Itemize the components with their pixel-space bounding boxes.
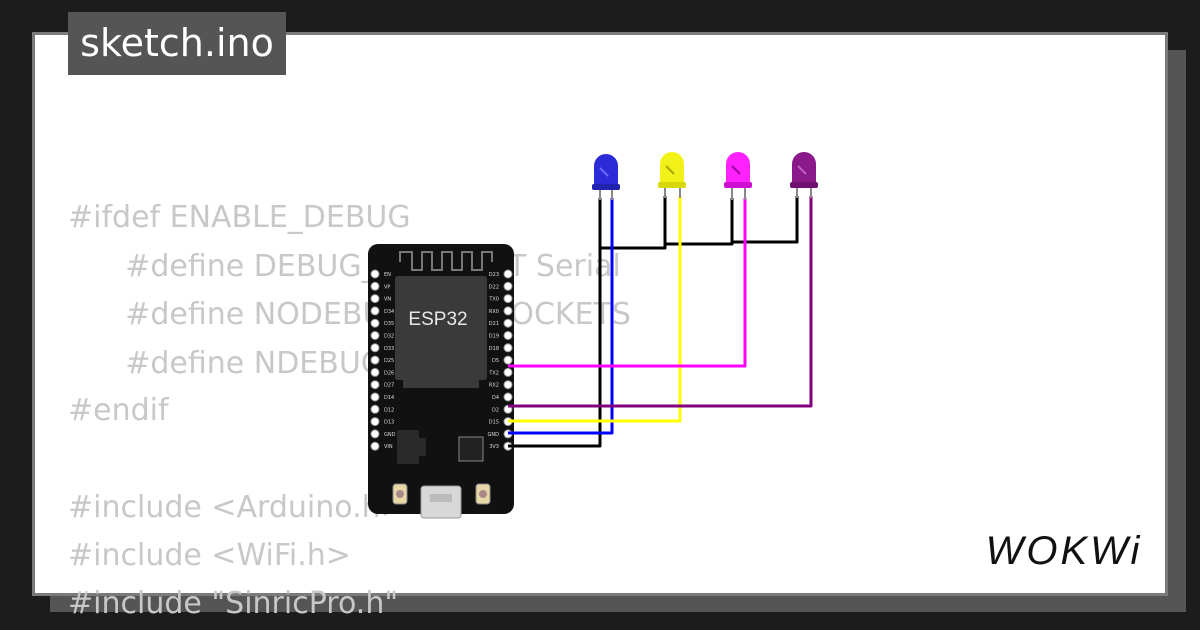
- pin-label: TX0: [488, 297, 499, 303]
- pin-label: D4: [492, 395, 499, 401]
- project-title: sketch.ino: [68, 12, 286, 75]
- pin-label: D25: [384, 358, 394, 364]
- code-line: #ifdef ENABLE_DEBUG: [68, 200, 411, 235]
- pin-d12[interactable]: [370, 404, 380, 414]
- pin-label: GND: [384, 432, 396, 438]
- led-yellow[interactable]: [658, 152, 686, 198]
- pin-label: 3V3: [489, 444, 499, 450]
- pin-d32[interactable]: [370, 331, 380, 340]
- pin-label: D14: [384, 395, 394, 401]
- pin-d5[interactable]: [503, 355, 513, 365]
- pin-d35[interactable]: [370, 318, 380, 328]
- pin-label: VIN: [384, 444, 393, 450]
- code-line: #include "SinricPro.h": [68, 586, 399, 621]
- pin-d33[interactable]: [370, 343, 380, 353]
- pin-label: RX2: [489, 383, 499, 389]
- regulator-chip: [397, 430, 419, 464]
- antenna-trace: [399, 251, 493, 271]
- usb-chip: [458, 436, 484, 462]
- led-magenta[interactable]: [724, 152, 752, 200]
- pin-d27[interactable]: [370, 380, 380, 390]
- pin-label: VP: [384, 284, 390, 290]
- pin-label: D2: [492, 407, 499, 413]
- wire-blue: [508, 198, 614, 435]
- pin-label: D26: [384, 370, 394, 376]
- wokwi-logo: WOKWi: [986, 529, 1143, 573]
- pin-label: D22: [489, 284, 499, 290]
- pin-label: D23: [489, 272, 499, 278]
- code-line: #define NDEBUG: [68, 346, 385, 381]
- wire-ground-bus: [598, 196, 799, 250]
- code-line: #endif: [68, 393, 169, 428]
- esp32-module: [395, 276, 487, 380]
- pin-rx0[interactable]: [503, 306, 513, 316]
- pin-d4[interactable]: [503, 392, 513, 402]
- pin-tx0[interactable]: [503, 294, 513, 304]
- pin-vn[interactable]: [370, 294, 380, 304]
- pin-gnd[interactable]: [370, 429, 380, 439]
- pin-vin[interactable]: [370, 441, 380, 451]
- pin-label: D19: [489, 334, 499, 340]
- pin-d25[interactable]: [370, 355, 380, 365]
- pin-d18[interactable]: [503, 343, 513, 353]
- esp32-board[interactable]: ESP32 ENVPVND34D35D32D33D25D26D27D14D12D…: [368, 244, 514, 519]
- brand-wordmark: WOKWi: [986, 529, 1143, 573]
- led-purple[interactable]: [790, 152, 818, 198]
- pin-label: D32: [384, 334, 394, 340]
- wire-yellow: [508, 196, 682, 423]
- pin-d21[interactable]: [503, 318, 513, 328]
- pin-en[interactable]: [370, 269, 380, 279]
- pin-label: RX0: [489, 309, 499, 315]
- pin-d13[interactable]: [370, 417, 380, 427]
- pin-label: D15: [489, 420, 499, 426]
- pin-label: VN: [384, 297, 391, 303]
- pin-label: D33: [384, 346, 394, 352]
- led-blue[interactable]: [592, 154, 620, 200]
- pin-label: D34: [384, 309, 394, 315]
- wire-purple: [508, 196, 813, 408]
- wires: [508, 196, 813, 448]
- pin-label: D12: [384, 407, 394, 413]
- pin-label: EN: [384, 272, 391, 278]
- pin-d34[interactable]: [370, 306, 380, 316]
- pin-d26[interactable]: [370, 367, 380, 377]
- wire-ground: [508, 248, 602, 448]
- pin-label: D18: [489, 346, 499, 352]
- pin-label: D35: [384, 321, 394, 327]
- pin-label: D5: [492, 358, 499, 364]
- wire-magenta: [508, 198, 747, 368]
- pin-vp[interactable]: [370, 281, 380, 291]
- pin-tx2[interactable]: [503, 367, 513, 377]
- pin-d22[interactable]: [503, 281, 513, 291]
- pin-label: D21: [489, 321, 499, 327]
- pin-label: D13: [384, 420, 394, 426]
- code-line: #include <WiFi.h>: [68, 538, 351, 573]
- pin-label: TX2: [488, 370, 499, 376]
- pin-label: GND: [488, 432, 500, 438]
- chip-label: ESP32: [408, 309, 467, 330]
- pin-label: D27: [384, 383, 394, 389]
- pin-rx2[interactable]: [503, 380, 513, 390]
- pin-d14[interactable]: [370, 392, 380, 402]
- wire-ground-top: [663, 196, 734, 244]
- pin-d23[interactable]: [503, 269, 513, 279]
- pin-d19[interactable]: [503, 331, 513, 340]
